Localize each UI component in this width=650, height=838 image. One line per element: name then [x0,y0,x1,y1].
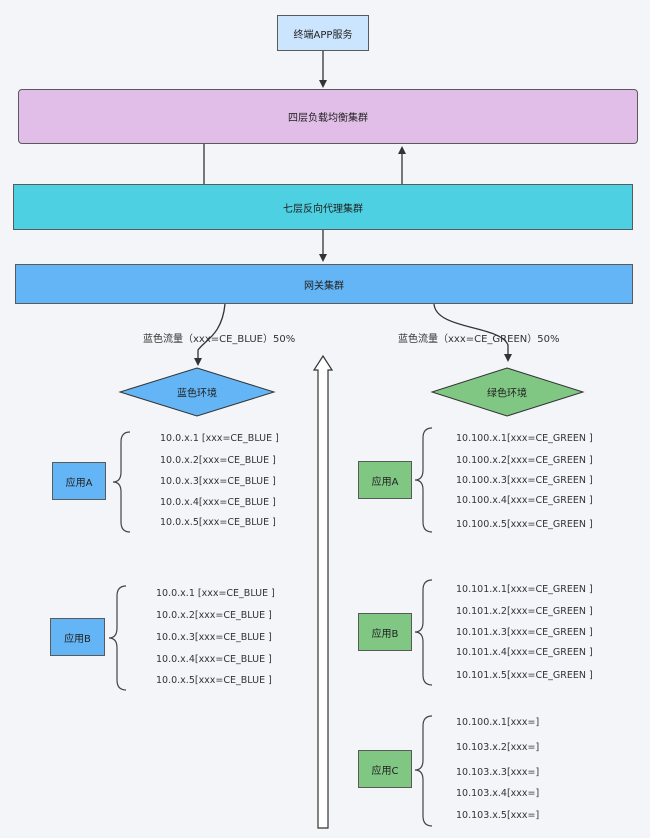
gateway-cluster-box: 网关集群 [15,264,633,304]
terminal-app-service-box: 终端APP服务 [277,15,369,51]
blue-a-ip-5: 10.0.x.5[xxx=CE_BLUE ] [160,517,276,528]
green-a-ip-4: 10.100.x.4[xxx=CE_GREEN ] [456,495,593,506]
blue-b-ip-2: 10.0.x.2[xxx=CE_BLUE ] [156,610,272,621]
green-c-ip-3: 10.103.x.3[xxx=] [456,767,540,778]
arrow-gateway-to-blue-env [194,303,226,366]
blue-b-ip-4: 10.0.x.4[xxx=CE_BLUE ] [156,654,272,665]
blue-a-ip-4: 10.0.x.4[xxx=CE_BLUE ] [160,497,276,508]
brace-green-b [414,579,433,686]
blue-a-ip-1: 10.0.x.1 [xxx=CE_BLUE ] [160,433,279,444]
blue-app-a-box: 应用A [52,462,106,500]
green-traffic-label: 蓝色流量（xxx=CE_GREEN）50% [398,334,560,345]
brace-green-c [414,715,433,827]
green-c-ip-2: 10.103.x.2[xxx=] [456,742,540,753]
green-a-ip-3: 10.100.x.3[xxx=CE_GREEN ] [456,475,593,486]
hollow-up-arrow [312,354,334,829]
green-app-a-box: 应用A [358,461,412,499]
brace-blue-b [108,585,127,691]
l4-load-balancer-box: 四层负载均衡集群 [18,89,638,144]
green-env-diamond [430,367,585,417]
green-b-ip-3: 10.101.x.3[xxx=CE_GREEN ] [456,627,593,638]
green-b-ip-4: 10.101.x.4[xxx=CE_GREEN ] [456,647,593,658]
blue-a-ip-2: 10.0.x.2[xxx=CE_BLUE ] [160,455,276,466]
brace-blue-a [112,431,131,533]
blue-env-diamond [118,367,276,417]
green-a-ip-2: 10.100.x.2[xxx=CE_GREEN ] [456,455,593,466]
green-a-ip-1: 10.100.x.1[xxx=CE_GREEN ] [456,433,593,444]
green-b-ip-2: 10.101.x.2[xxx=CE_GREEN ] [456,606,593,617]
blue-traffic-label: 蓝色流量（xxx=CE_BLUE）50% [143,334,296,345]
brace-green-a [414,427,433,533]
green-app-b-box: 应用B [358,613,412,651]
l7-reverse-proxy-box: 七层反向代理集群 [13,184,633,230]
blue-app-b-box: 应用B [50,618,105,656]
blue-env-label: 蓝色环境 [177,388,217,400]
green-app-c-box: 应用C [358,750,412,788]
green-a-ip-5: 10.100.x.5[xxx=CE_GREEN ] [456,519,593,530]
blue-b-ip-3: 10.0.x.3[xxx=CE_BLUE ] [156,632,272,643]
arrow-gateway-to-green-env [433,303,512,362]
green-b-ip-1: 10.101.x.1[xxx=CE_GREEN ] [456,584,593,595]
green-c-ip-4: 10.103.x.4[xxx=] [456,788,540,799]
green-env-label: 绿色环境 [487,388,527,400]
blue-b-ip-5: 10.0.x.5[xxx=CE_BLUE ] [156,675,272,686]
green-c-ip-1: 10.100.x.1[xxx=] [456,717,540,728]
green-b-ip-5: 10.101.x.5[xxx=CE_GREEN ] [456,670,593,681]
blue-a-ip-3: 10.0.x.3[xxx=CE_BLUE ] [160,476,276,487]
green-c-ip-5: 10.103.x.5[xxx=] [456,810,540,821]
blue-b-ip-1: 10.0.x.1 [xxx=CE_BLUE ] [156,588,275,599]
